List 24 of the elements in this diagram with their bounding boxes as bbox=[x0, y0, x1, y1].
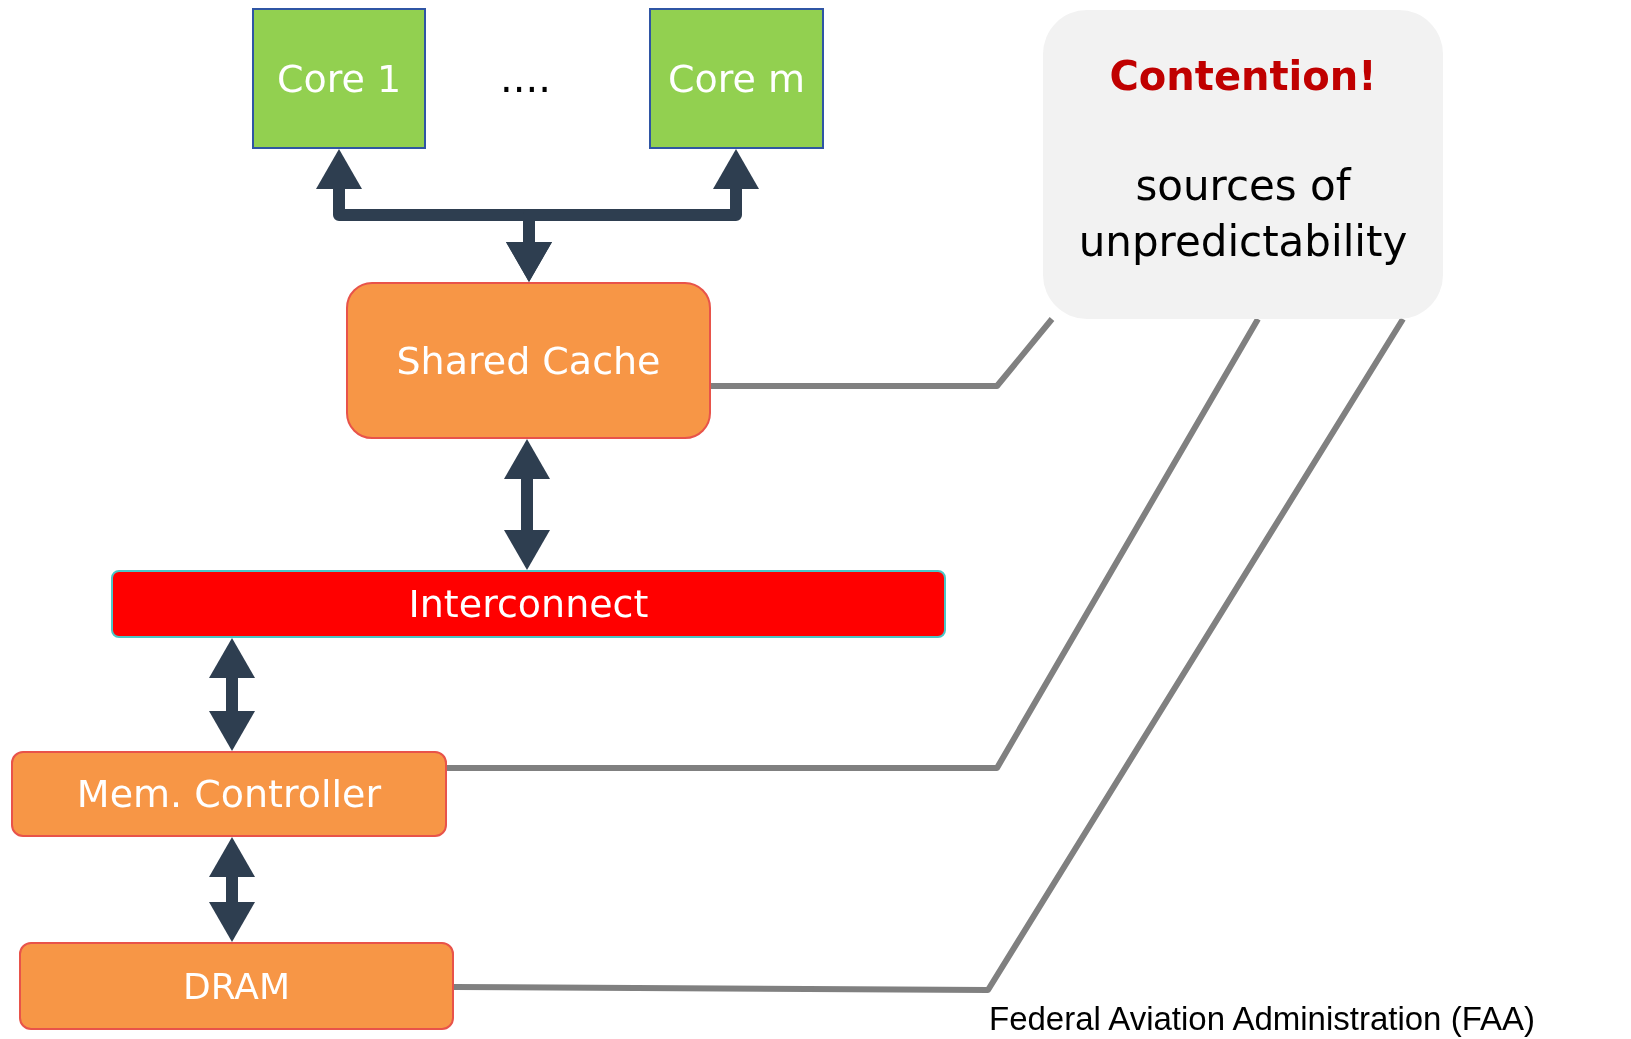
leader-line bbox=[454, 317, 1406, 993]
node-label: Interconnect bbox=[408, 582, 649, 626]
node-label: DRAM bbox=[183, 965, 290, 1007]
ellipsis-text: .... bbox=[500, 55, 551, 101]
double-arrow bbox=[209, 638, 255, 751]
core-box bbox=[252, 8, 426, 149]
process-box bbox=[19, 942, 454, 1030]
node-label: Core m bbox=[667, 56, 805, 101]
node-label: Shared Cache bbox=[396, 338, 661, 383]
double-arrow bbox=[504, 439, 550, 570]
process-box bbox=[346, 282, 711, 439]
callout-heading: Contention! bbox=[1109, 52, 1377, 101]
callout-text: sources of unpredictability bbox=[1078, 160, 1408, 268]
node-label: Mem. Controller bbox=[76, 772, 382, 816]
interconnect-bar bbox=[111, 570, 946, 638]
leader-line bbox=[447, 317, 1261, 771]
callout-box bbox=[1043, 10, 1443, 319]
process-box bbox=[11, 751, 447, 837]
leader-line bbox=[711, 317, 1055, 389]
node-label: Core 1 bbox=[276, 56, 402, 101]
double-arrow bbox=[506, 149, 759, 282]
core-box bbox=[649, 8, 824, 149]
source-note: Federal Aviation Administration (FAA) bbox=[989, 1000, 1535, 1038]
double-arrow bbox=[209, 837, 255, 942]
